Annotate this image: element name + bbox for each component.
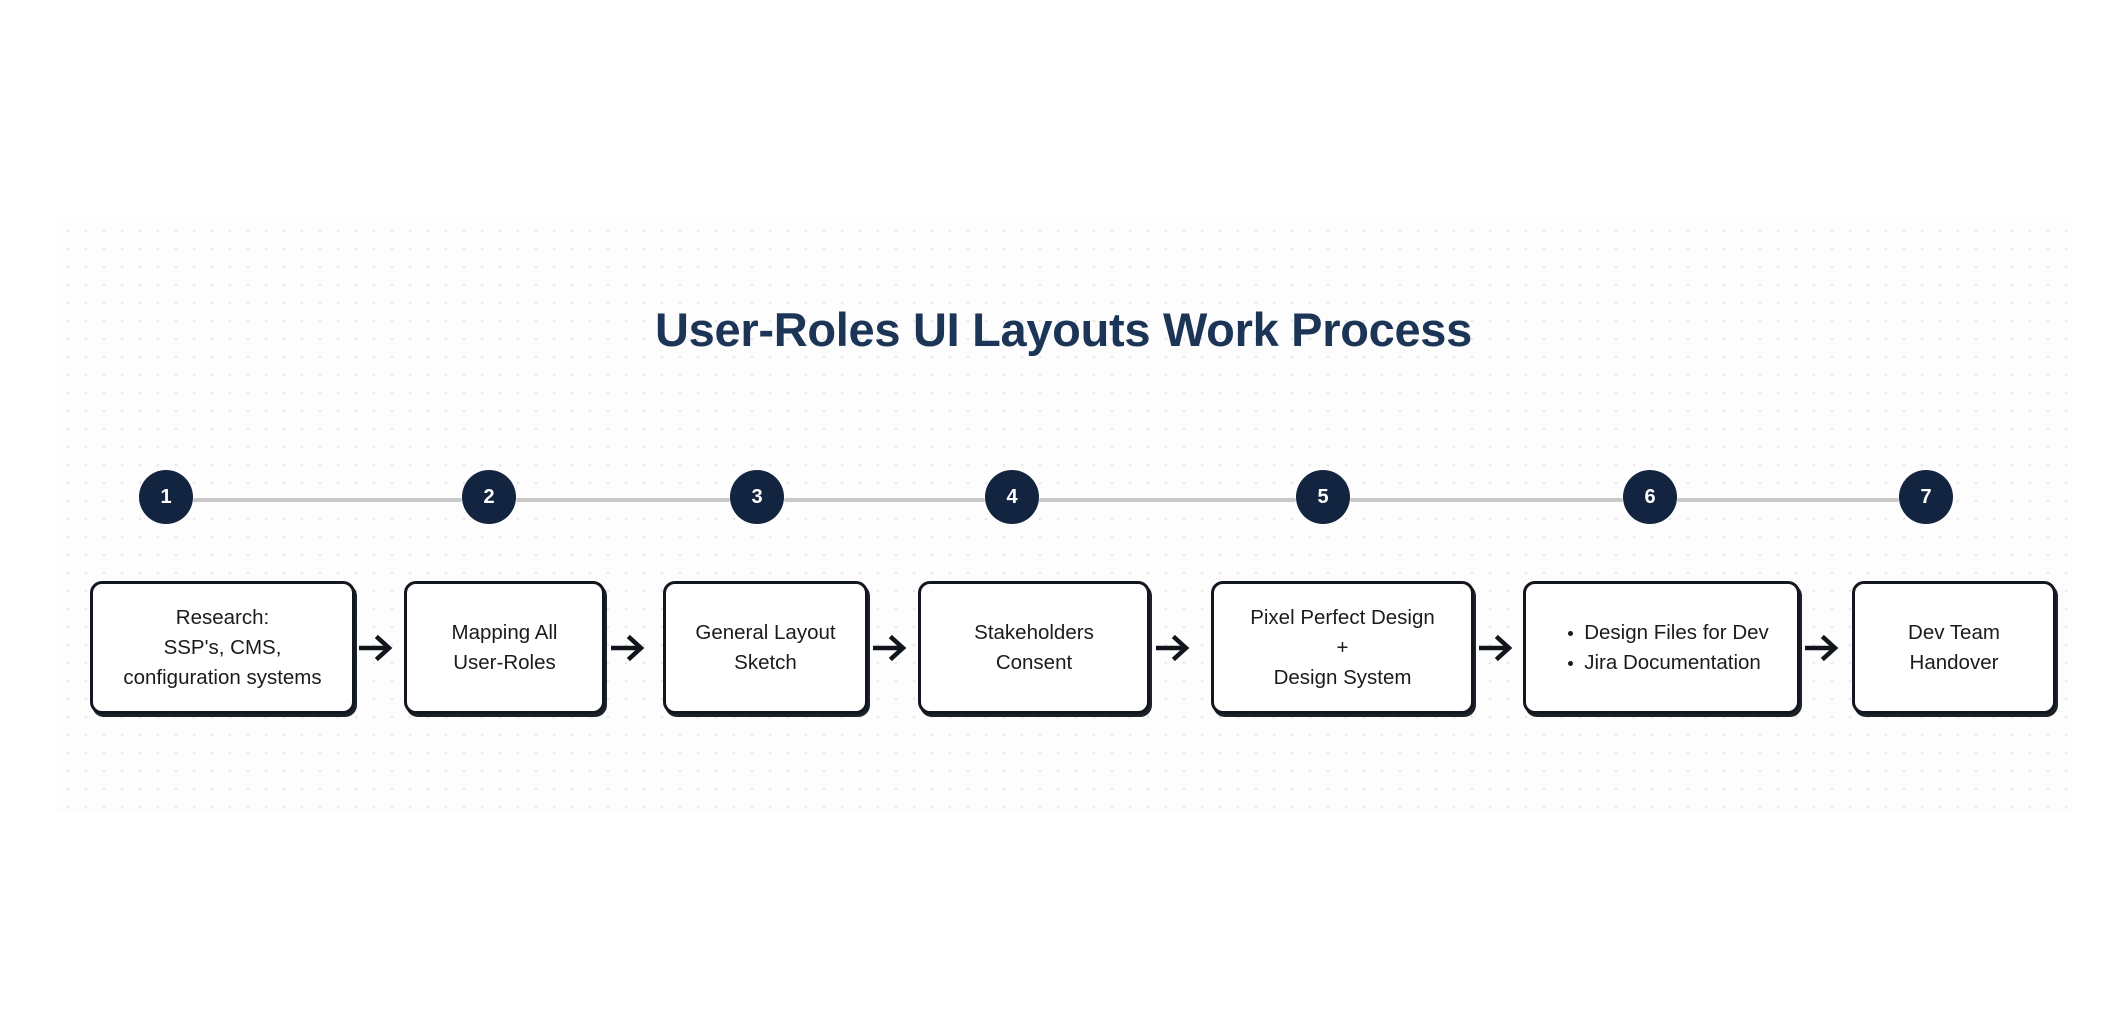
timeline-connector-6 [1677,498,1899,502]
step-line: + [1336,635,1349,659]
timeline-connector-4 [1039,498,1296,502]
step-box-research[interactable]: Research: SSP's, CMS, configuration system… [90,581,355,714]
step-line: General Layout [695,620,836,644]
process-steps-row: Research: SSP's, CMS, configuration system… [0,581,2127,721]
step-line: Mapping All [451,620,558,644]
step-line: User-Roles [453,650,556,674]
timeline-node-1[interactable]: 1 [139,470,193,524]
step-line: Consent [995,650,1073,674]
timeline-connector-3 [784,498,985,502]
bullet-item: Jira Documentation [1566,648,1769,678]
timeline-node-4[interactable]: 4 [985,470,1039,524]
step-box-pixel-perfect-design[interactable]: Pixel Perfect Design + Design System [1211,581,1474,714]
timeline-node-3[interactable]: 3 [730,470,784,524]
arrow-right-icon [872,631,908,665]
step-line: Handover [1909,650,1999,674]
page-title: User-Roles UI Layouts Work Process [655,303,1472,356]
step-line: SSP's, CMS, [163,635,282,659]
step-line: Stakeholders [974,620,1094,644]
arrow-right-icon [1155,631,1191,665]
dotted-grid-background [55,218,2073,812]
timeline-connector-2 [516,498,730,502]
step-line: configuration systems [123,665,322,689]
arrow-right-icon [1804,631,1840,665]
arrow-right-icon [610,631,646,665]
step-line: Design System [1273,665,1412,689]
step-line: Research: [175,605,270,629]
step-text-research: Research: SSP's, CMS, configuration system… [113,603,331,693]
timeline-node-2[interactable]: 2 [462,470,516,524]
timeline: 1 2 3 4 5 6 7 [0,470,2127,530]
timeline-node-6[interactable]: 6 [1623,470,1677,524]
timeline-connector-5 [1350,498,1623,502]
bullet-item: Design Files for Dev [1566,618,1769,648]
step-text-pixel-perfect-design: Pixel Perfect Design + Design System [1240,603,1445,693]
timeline-connector-1 [193,498,462,502]
arrow-right-icon [358,631,394,665]
arrow-right-icon [1478,631,1514,665]
timeline-node-5[interactable]: 5 [1296,470,1350,524]
step-line: Dev Team [1908,620,2000,644]
step-line: Pixel Perfect Design [1250,605,1435,629]
step-line: Sketch [734,650,797,674]
timeline-node-7[interactable]: 7 [1899,470,1953,524]
